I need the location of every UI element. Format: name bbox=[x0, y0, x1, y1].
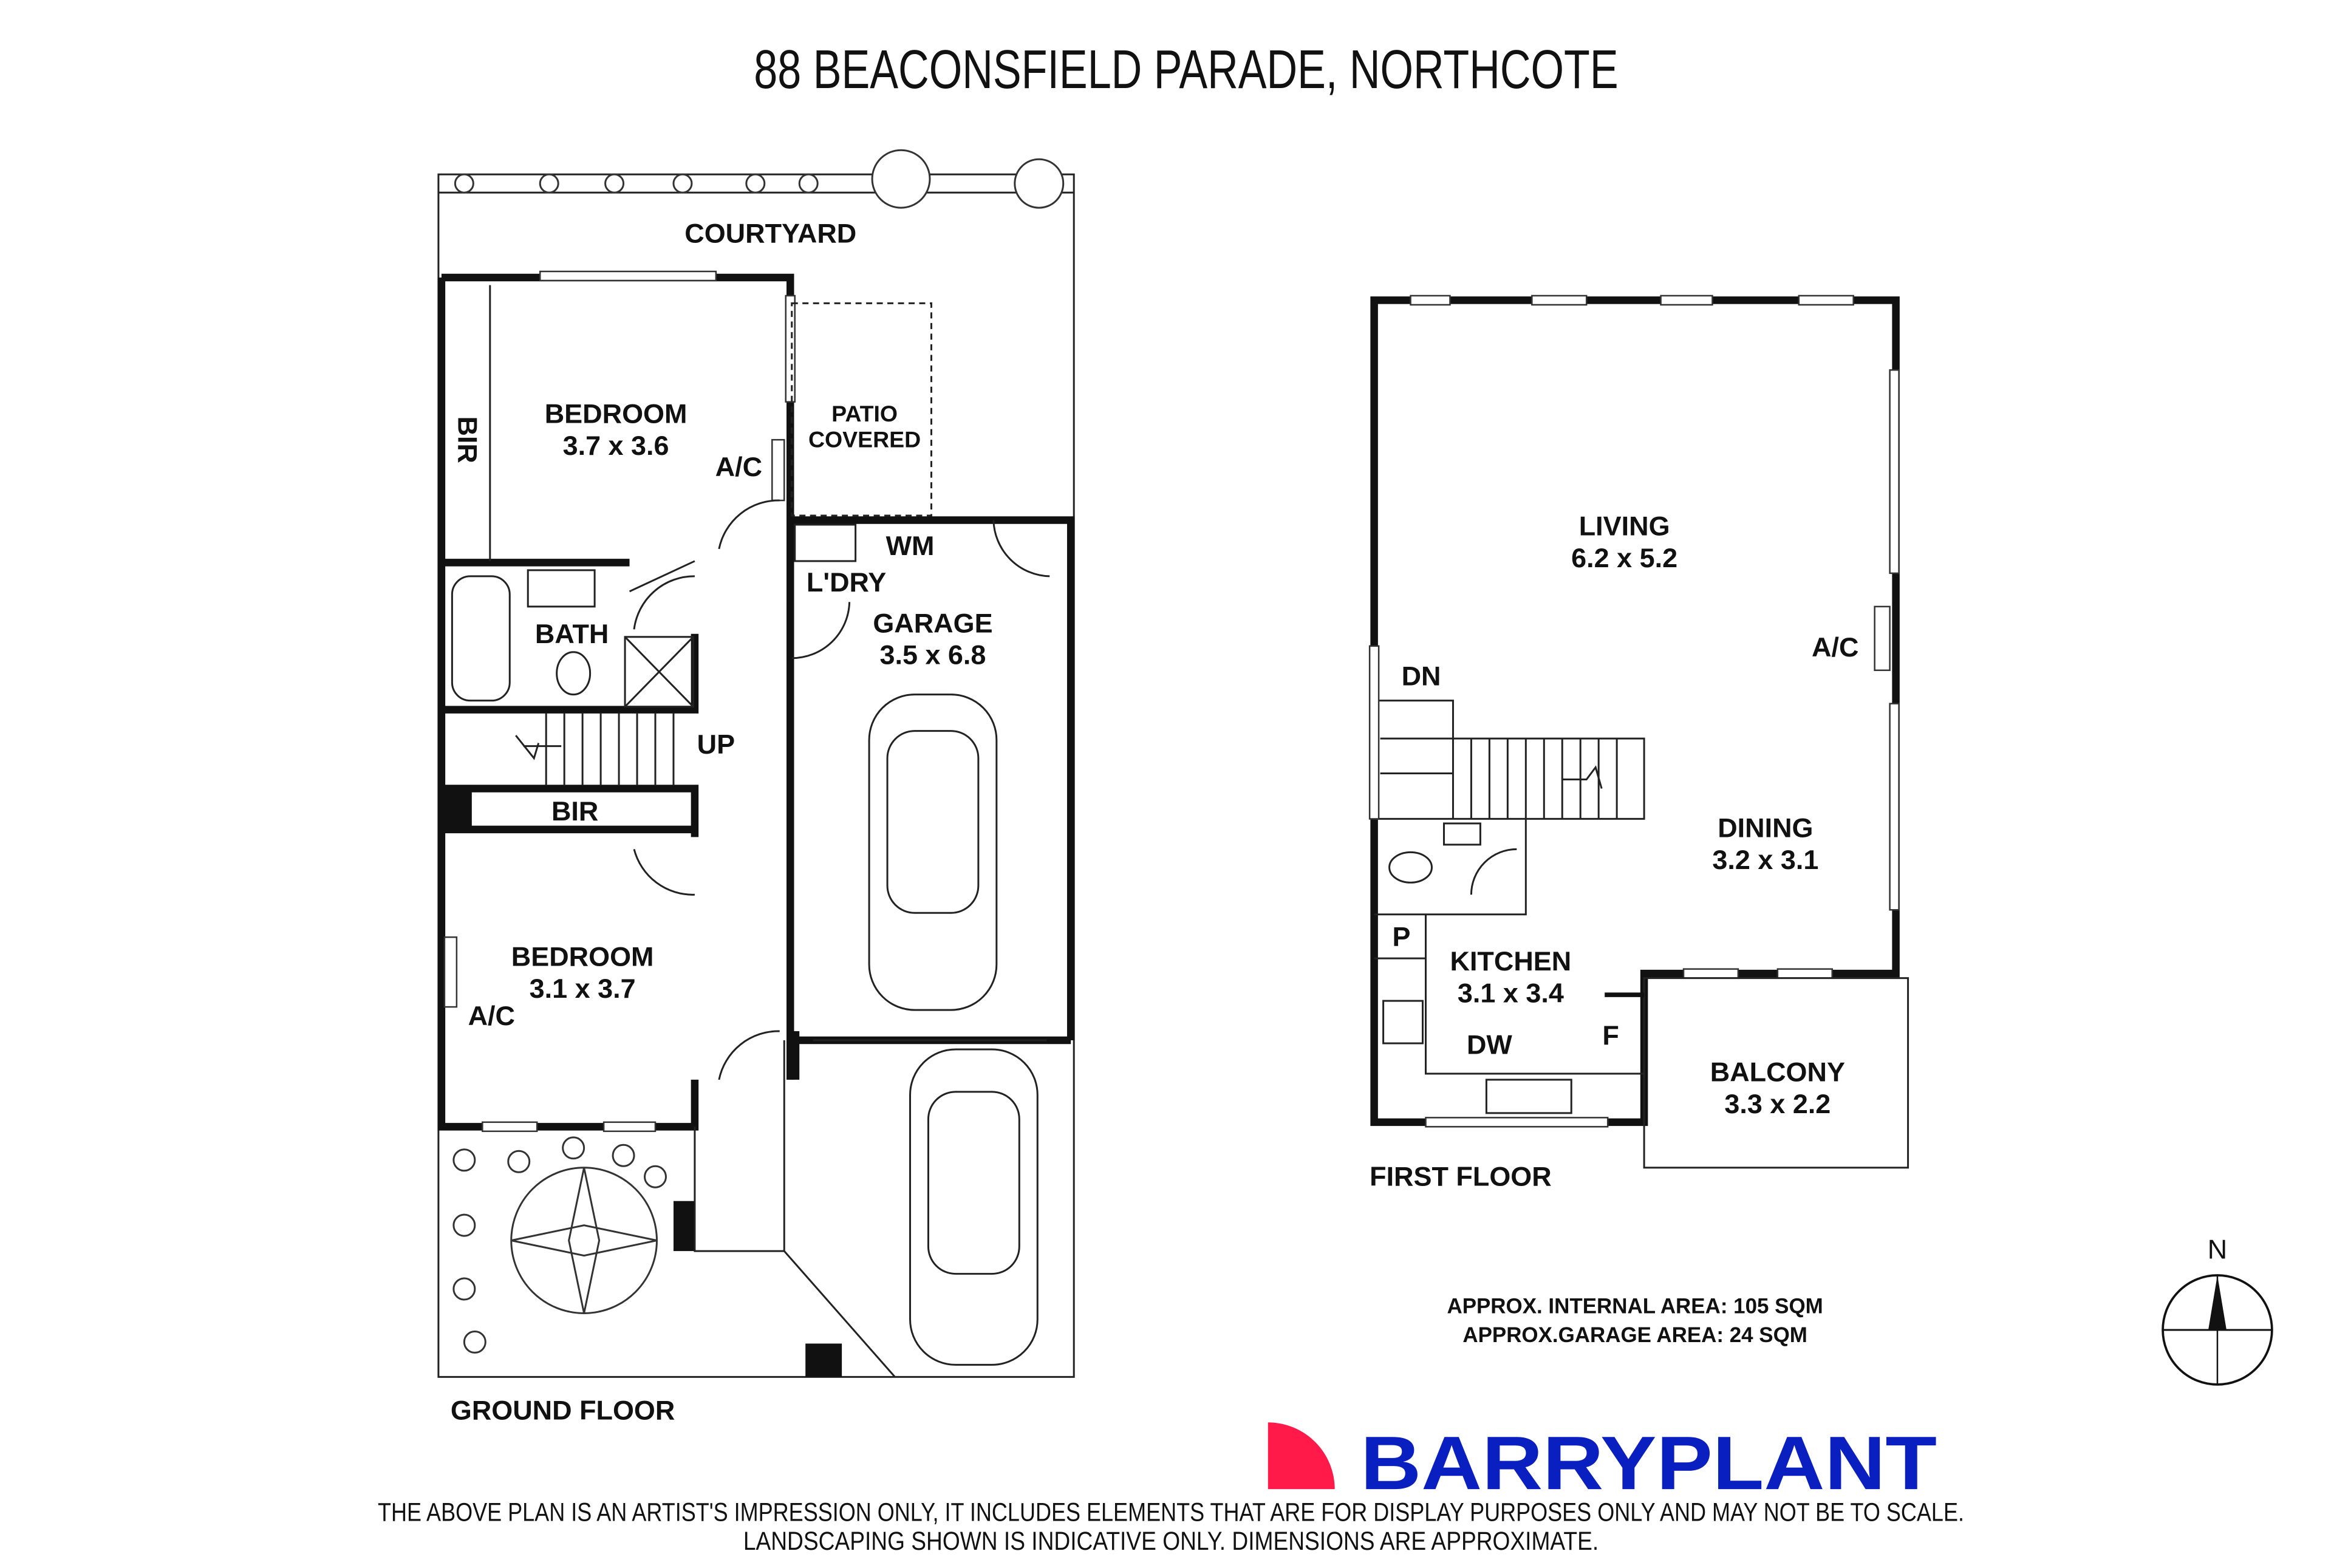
garage-name: GARAGE bbox=[873, 607, 992, 638]
balcony-name: BALCONY bbox=[1710, 1056, 1845, 1087]
dw-label: DW bbox=[1467, 1029, 1512, 1060]
balcony-dims: 3.3 x 2.2 bbox=[1724, 1088, 1831, 1119]
living-name: LIVING bbox=[1579, 510, 1670, 541]
kitchen-name: KITCHEN bbox=[1450, 946, 1571, 977]
first-floor-staircase bbox=[1380, 737, 1618, 819]
bedroom1-dims: 3.7 x 3.6 bbox=[563, 430, 669, 461]
fridge-label: F bbox=[1602, 1020, 1619, 1051]
brand-logo: BARRYPLANT bbox=[1268, 1421, 1937, 1505]
kitchen-dims: 3.1 x 3.4 bbox=[1458, 978, 1564, 1009]
disclaimer-line-1: THE ABOVE PLAN IS AN ARTIST'S IMPRESSION… bbox=[378, 1498, 1964, 1527]
bir1-label: BIR bbox=[452, 416, 483, 463]
ac2-label: A/C bbox=[468, 1000, 515, 1031]
ground-floor-plan: COURTYARD bbox=[437, 149, 1075, 1425]
first-floor-plan: LIVING 6.2 x 5.2 A/C DN DINING 3.2 x 3.1… bbox=[1368, 295, 1909, 1192]
wm-label: WM bbox=[886, 530, 935, 561]
compass-icon: N bbox=[2162, 1234, 2273, 1386]
disclaimer-line-2: LANDSCAPING SHOWN IS INDICATIVE ONLY. DI… bbox=[743, 1527, 1599, 1555]
patio-label-2: COVERED bbox=[808, 427, 921, 452]
bath-label: BATH bbox=[535, 618, 609, 649]
svg-text:N: N bbox=[2208, 1234, 2227, 1265]
staircase bbox=[515, 712, 675, 786]
ac1-label: A/C bbox=[715, 451, 762, 482]
ground-floor-label: GROUND FLOOR bbox=[451, 1394, 675, 1425]
laundry-label: L'DRY bbox=[807, 567, 886, 598]
garage-dims: 3.5 x 6.8 bbox=[880, 639, 986, 670]
courtyard-label: COURTYARD bbox=[684, 218, 856, 249]
bedroom2-dims: 3.1 x 3.7 bbox=[530, 973, 636, 1004]
patio-label-1: PATIO bbox=[831, 401, 898, 426]
dining-name: DINING bbox=[1718, 812, 1813, 843]
pantry-label: P bbox=[1393, 921, 1411, 952]
ac-label: A/C bbox=[1812, 632, 1858, 663]
living-dims: 6.2 x 5.2 bbox=[1571, 542, 1677, 573]
bir2-label: BIR bbox=[551, 796, 598, 827]
dining-dims: 3.2 x 3.1 bbox=[1712, 844, 1818, 875]
dn-label: DN bbox=[1402, 661, 1441, 692]
first-floor-label: FIRST FLOOR bbox=[1370, 1161, 1552, 1192]
garage-area: APPROX.GARAGE AREA: 24 SQM bbox=[1462, 1323, 1807, 1347]
shrub-icons bbox=[452, 149, 1065, 1354]
up-label: UP bbox=[697, 729, 735, 760]
car-icons bbox=[868, 694, 1039, 1366]
bedroom2-name: BEDROOM bbox=[511, 941, 654, 972]
svg-text:BARRYPLANT: BARRYPLANT bbox=[1360, 1421, 1937, 1505]
page-title: 88 BEACONSFIELD PARADE, NORTHCOTE bbox=[754, 39, 1618, 100]
internal-area: APPROX. INTERNAL AREA: 105 SQM bbox=[1447, 1294, 1823, 1318]
bedroom1-name: BEDROOM bbox=[545, 398, 688, 429]
